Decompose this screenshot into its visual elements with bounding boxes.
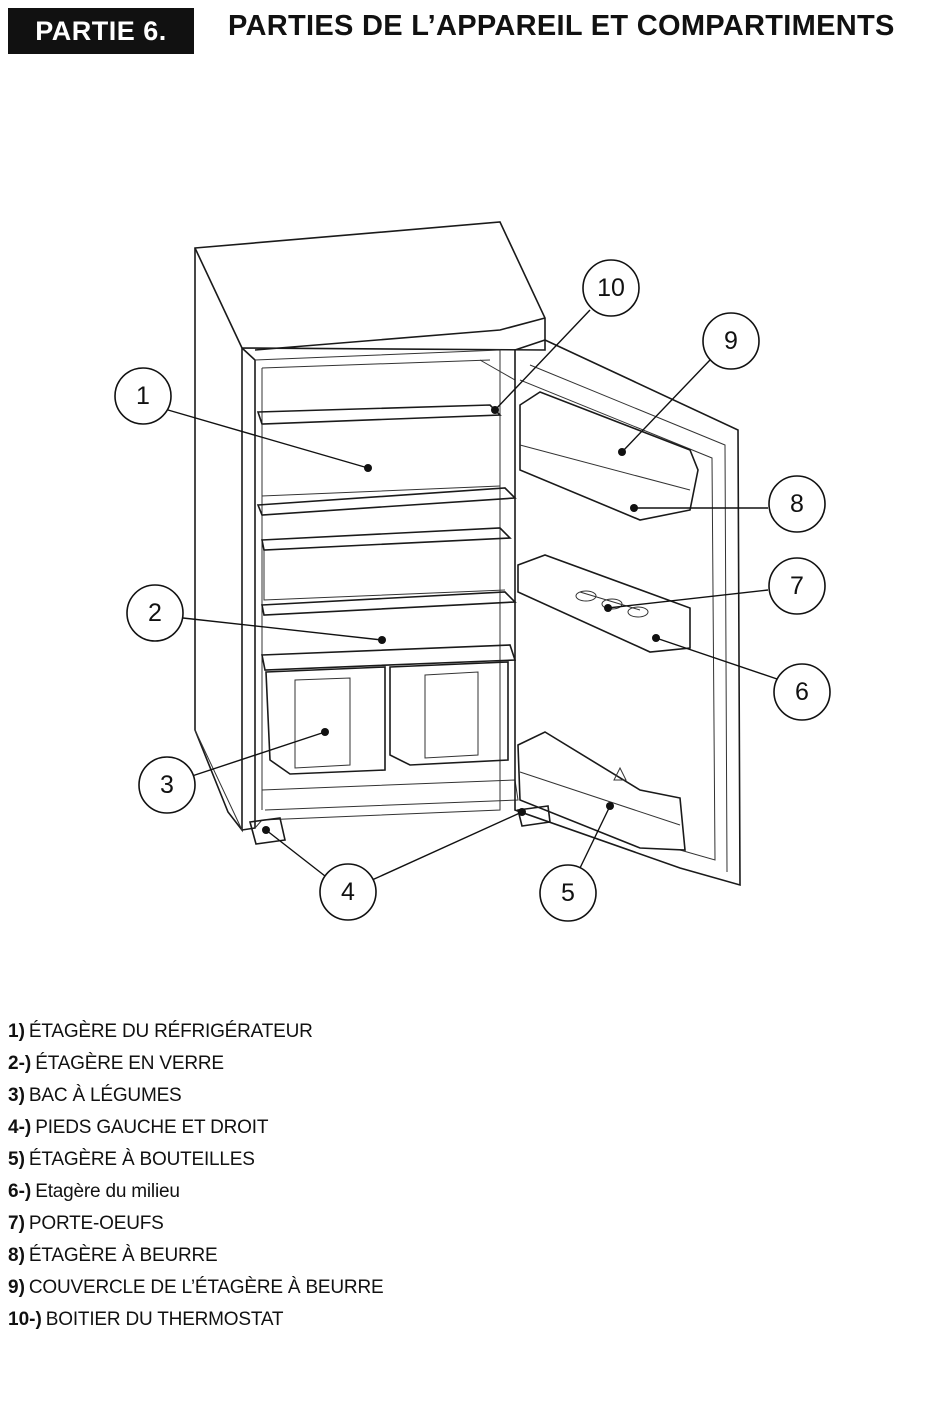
legend-item-8: 8)ÉTAGÈRE À BEURRE	[8, 1245, 218, 1266]
callout-label-10: 10	[597, 274, 625, 302]
callout-6: 6	[773, 663, 831, 721]
callout-label-9: 9	[724, 327, 738, 355]
leader-lines	[167, 309, 781, 881]
callout-5: 5	[539, 864, 597, 922]
callout-label-1: 1	[136, 382, 150, 410]
legend-item-2: 2-)ÉTAGÈRE EN VERRE	[8, 1053, 224, 1074]
fridge-door	[514, 339, 741, 887]
callout-label-3: 3	[160, 771, 174, 799]
legend-item-10: 10-)BOITIER DU THERMOSTAT	[8, 1309, 284, 1330]
callout-label-8: 8	[790, 490, 804, 518]
callout-8: 8	[768, 475, 826, 533]
parts-legend: 1)ÉTAGÈRE DU RÉFRIGÉRATEUR 2-)ÉTAGÈRE EN…	[8, 1016, 608, 1336]
legend-item-1: 1)ÉTAGÈRE DU RÉFRIGÉRATEUR	[8, 1021, 313, 1042]
callout-7: 7	[768, 557, 826, 615]
callout-9: 9	[702, 312, 760, 370]
callout-1: 1	[114, 367, 172, 425]
callout-label-4: 4	[341, 878, 355, 906]
callout-label-5: 5	[561, 879, 575, 907]
refrigerator-diagram: 1 2 3 4 5 6 7 8 9 10	[0, 200, 950, 960]
legend-item-7: 7)PORTE-OEUFS	[8, 1213, 164, 1234]
legend-item-6: 6-)Etagère du milieu	[8, 1181, 180, 1202]
callout-2: 2	[126, 584, 184, 642]
legend-item-4: 4-)PIEDS GAUCHE ET DROIT	[8, 1117, 269, 1138]
legend-item-5: 5)ÉTAGÈRE À BOUTEILLES	[8, 1149, 255, 1170]
fridge-cabinet	[194, 221, 551, 845]
callout-label-7: 7	[790, 572, 804, 600]
refrigerator-illustration: 1 2 3 4 5 6 7 8 9 10	[114, 221, 831, 922]
callout-3: 3	[138, 756, 196, 814]
callout-10: 10	[582, 259, 640, 317]
legend-item-9: 9)COUVERCLE DE L’ÉTAGÈRE À BEURRE	[8, 1277, 384, 1298]
target-dots	[262, 406, 660, 834]
callout-label-6: 6	[795, 678, 809, 706]
section-badge: PARTIE 6.	[8, 8, 194, 54]
page-title: PARTIES DE L’APPAREIL ET COMPARTIMENTS	[228, 10, 895, 42]
callout-label-2: 2	[148, 599, 162, 627]
callout-4: 4	[319, 863, 377, 921]
legend-item-3: 3)BAC À LÉGUMES	[8, 1085, 182, 1106]
